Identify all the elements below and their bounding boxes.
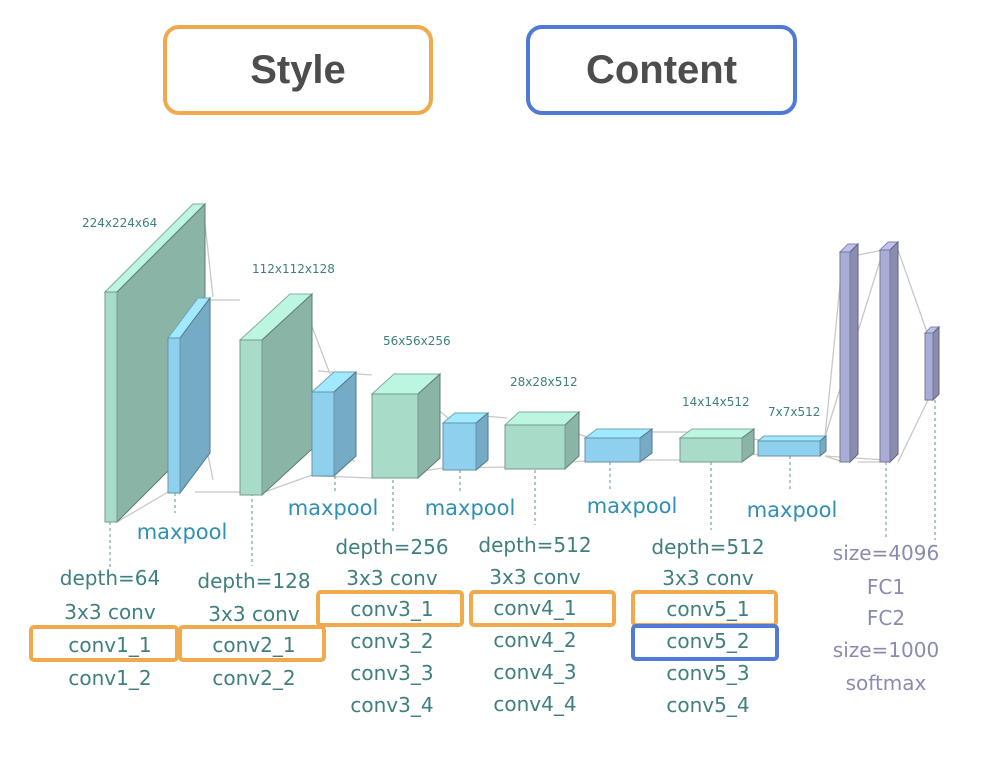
conv-block-3-front — [371, 393, 419, 479]
dimension-label-4: 28x28x512 — [510, 375, 578, 389]
block3-layer-3: conv3_3 — [350, 661, 434, 685]
block4-layer-1: conv4_1 — [493, 596, 577, 620]
conv-block-4-front — [504, 424, 566, 470]
pool-layer-5-front — [757, 440, 821, 457]
fc-layer-1-side — [849, 242, 859, 464]
block5-layer-4: conv5_4 — [666, 693, 750, 717]
block5-layer-3: conv5_3 — [666, 661, 750, 685]
fc-layer-1-front — [839, 251, 851, 463]
block5-depth: depth=512 — [651, 535, 765, 559]
content-legend-box: Content — [526, 25, 797, 115]
dashed-leader-lines — [109, 400, 936, 568]
connection-lines — [116, 204, 929, 523]
conv-block-5-front — [679, 437, 743, 463]
connection-line — [857, 249, 884, 463]
block2-layer-2: conv2_2 — [212, 666, 296, 690]
block2-kernel: 3x3 conv — [208, 602, 300, 626]
dimension-label-3: 56x56x256 — [383, 334, 451, 348]
fc1-label: FC1 — [866, 575, 906, 599]
connection-line — [897, 249, 929, 463]
fc-size-1: size=4096 — [832, 541, 940, 565]
block3-layer-2: conv3_2 — [350, 629, 434, 653]
block5-kernel: 3x3 conv — [662, 566, 754, 590]
block3-layer-4: conv3_4 — [350, 693, 434, 717]
block1-layer-2: conv1_2 — [68, 666, 152, 690]
conv1-1-style-highlight — [29, 625, 179, 662]
conv5-2-content-highlight — [631, 624, 779, 661]
block1-depth: depth=64 — [59, 566, 161, 590]
block4-layer-3: conv4_3 — [493, 660, 577, 684]
dimension-label-2: 112x112x128 — [252, 262, 335, 276]
dimension-label-6: 7x7x512 — [768, 405, 821, 419]
pool-layer-1-front — [167, 337, 181, 494]
block5-layer-1: conv5_1 — [666, 597, 750, 621]
softmax-label: softmax — [845, 671, 927, 695]
block4-layer-4: conv4_4 — [493, 692, 577, 716]
fc-layer-2-front — [879, 249, 891, 463]
maxpool-label-1: maxpool — [136, 520, 228, 544]
dimension-label-5: 14x14x512 — [682, 395, 750, 409]
style-legend-box: Style — [163, 25, 433, 115]
block3-layer-1: conv3_1 — [350, 597, 434, 621]
conv4-1-style-highlight — [469, 590, 616, 627]
block2-depth: depth=128 — [197, 569, 311, 593]
pool-layer-5-top — [756, 435, 828, 442]
block2-layer-1: conv2_1 — [212, 633, 296, 657]
conv-block-1a-front — [104, 291, 118, 523]
block5-layer-2: conv5_2 — [666, 629, 750, 653]
conv-block-2-front — [239, 339, 263, 496]
fc-layer-3-front — [924, 332, 934, 401]
conv3-1-style-highlight — [316, 590, 464, 627]
pool-layer-4-front — [584, 437, 641, 463]
block4-kernel: 3x3 conv — [489, 565, 581, 589]
maxpool-label-5: maxpool — [746, 498, 838, 522]
layer-boxes — [103, 202, 941, 524]
dimension-label-1: 224x224x64 — [82, 216, 158, 230]
connection-line — [824, 244, 886, 463]
block1-kernel: 3x3 conv — [64, 600, 156, 624]
pool-layer-2-front — [311, 391, 335, 477]
block4-layer-2: conv4_2 — [493, 628, 577, 652]
conv2-1-style-highlight — [178, 625, 326, 662]
conv-block-5-top — [678, 428, 756, 439]
fc-size-2: size=1000 — [832, 638, 940, 662]
fc2-label: FC2 — [866, 606, 906, 630]
block1-layer-1: conv1_1 — [68, 633, 152, 657]
maxpool-label-4: maxpool — [586, 494, 678, 518]
maxpool-label-2: maxpool — [287, 496, 379, 520]
content-legend-label: Content — [585, 47, 738, 92]
fc-layer-2-side — [889, 240, 899, 464]
conv5-1-style-highlight — [631, 590, 778, 627]
fc-layer-3-side — [932, 325, 940, 402]
block3-kernel: 3x3 conv — [346, 566, 438, 590]
block3-depth: depth=256 — [335, 535, 449, 559]
pool-layer-3-side — [475, 411, 489, 472]
pool-layer-3-front — [442, 422, 477, 471]
maxpool-label-3: maxpool — [424, 496, 516, 520]
style-legend-label: Style — [250, 47, 346, 92]
block4-depth: depth=512 — [478, 533, 592, 557]
